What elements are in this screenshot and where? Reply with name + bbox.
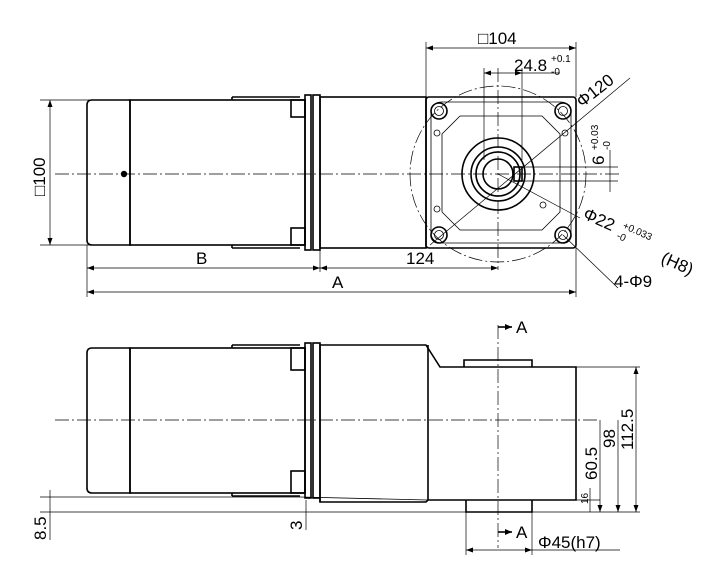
gearbox-face (425, 96, 577, 249)
mount-hole-tr (554, 102, 572, 120)
side-motor-end-cap (86, 347, 131, 494)
inner-plate (441, 115, 561, 231)
keyway-tol-upper: +0.1 (551, 54, 571, 65)
height-98-label: 98 (600, 429, 619, 448)
motor-square-label: □100 (30, 157, 49, 196)
mount-holes-label: 4-Φ9 (614, 272, 652, 291)
side-dimensions (40, 366, 640, 555)
side-flange-plate (304, 342, 312, 499)
flange-plate (304, 94, 312, 251)
top-dimensions (40, 42, 631, 297)
flange-square-label: □104 (478, 29, 517, 48)
mount-hole-tl (430, 102, 448, 120)
length-124-label: 124 (406, 249, 434, 268)
key-tol-lower: -0 (602, 141, 613, 150)
motor-body (129, 99, 306, 246)
offset-8-5-label: 8.5 (31, 516, 50, 540)
height-16-label: 16 (580, 492, 591, 504)
height-112-5-label: 112.5 (618, 409, 637, 450)
offset-3-label: 3 (287, 521, 306, 530)
bore-tol-upper: +0.033 (621, 221, 654, 244)
mount-hole-bl (430, 226, 448, 244)
bore-fit-label: (H8) (658, 248, 696, 279)
side-gearbox (319, 344, 577, 503)
terminal-boss-top (290, 99, 306, 118)
length-b-label: B (196, 249, 207, 268)
boss-diameter-label: Φ45(h7) (538, 533, 601, 552)
section-mark-top: A (516, 318, 528, 337)
bore-tol-lower: -0 (615, 231, 628, 245)
keyway-tol-lower: -0 (551, 67, 560, 78)
bore-label: Φ22 (580, 204, 617, 235)
mount-hole-br (554, 226, 572, 244)
section-mark-bottom: A (516, 523, 528, 542)
length-a-label: A (332, 273, 344, 292)
keyway-width-label: 24.8 (514, 56, 547, 75)
key-tol-upper: +0.03 (590, 124, 601, 150)
output-boss (465, 500, 533, 513)
side-motor-body (129, 347, 306, 494)
flange-plate-2 (312, 94, 321, 251)
terminal-boss-bottom (290, 227, 306, 246)
labels: □104 24.8 +0.1 -0 Φ120 6 +0.03 -0 Φ22 +0… (30, 29, 696, 552)
height-60-5-label: 60.5 (582, 447, 601, 480)
pcd-label: Φ120 (573, 70, 618, 111)
top-view (55, 68, 620, 270)
side-view (55, 324, 600, 548)
key-width-label: 6 (589, 156, 608, 165)
